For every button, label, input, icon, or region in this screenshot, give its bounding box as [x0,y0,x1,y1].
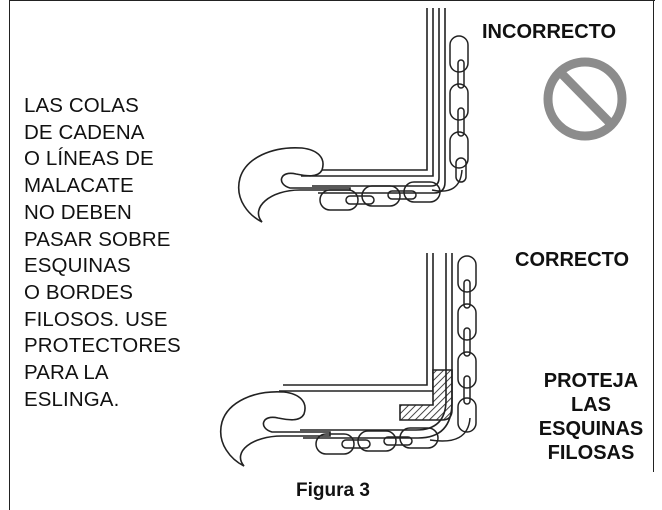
hook [219,391,331,467]
instruction-line: MALACATE [24,174,134,198]
sling-body-inner [318,8,446,194]
vertical-chain [457,255,477,433]
instruction-line: O LÍNEAS DE [24,147,154,171]
protect-label-line: ESQUINAS [538,418,644,440]
protect-corners-label: PROTEJA LAS ESQUINAS FILOSAS [531,369,651,465]
warning-instruction-text: LAS COLAS DE CADENA O LÍNEAS DE MALACATE… [24,93,244,413]
load-edge-outer [279,253,434,392]
figure-caption: Figura 3 [296,480,370,501]
bottom-chain [315,417,471,455]
load-edge-inner [303,8,428,171]
bottom-chain [319,169,463,211]
correct-label: CORRECTO [515,249,630,271]
instruction-line: PROTECTORES [24,334,181,358]
correct-illustration [219,253,477,467]
frame-left-rule [9,0,10,510]
protect-label-line: FILOSAS [547,442,635,464]
instruction-line: FILOSOS. USE [24,307,168,331]
frame-right-rule [653,0,654,472]
instruction-line: O BORDES [24,280,134,304]
sling-body-inner [303,253,453,439]
instruction-line: PARA LA [24,361,109,385]
incorrect-label: INCORRECTO [482,21,617,43]
protect-label-line: LAS [571,394,611,416]
hook [237,147,351,223]
instruction-line: ESLINGA. [24,387,120,411]
instruction-line: ESQUINAS [24,254,131,278]
load-edge-outer [301,8,434,177]
instruction-line: PASAR SOBRE [24,227,171,251]
instruction-line: NO DEBEN [24,200,132,224]
no-symbol-icon [543,57,627,141]
sling-body [312,8,440,187]
load-edge-inner [283,253,428,386]
sling-body [300,253,447,431]
instruction-line: LAS COLAS [24,94,139,117]
protect-label-line: PROTEJA [543,370,639,392]
instruction-line: DE CADENA [24,120,145,144]
incorrect-illustration [237,8,469,223]
frame-top-rule [9,0,655,1]
vertical-chain [449,35,469,183]
